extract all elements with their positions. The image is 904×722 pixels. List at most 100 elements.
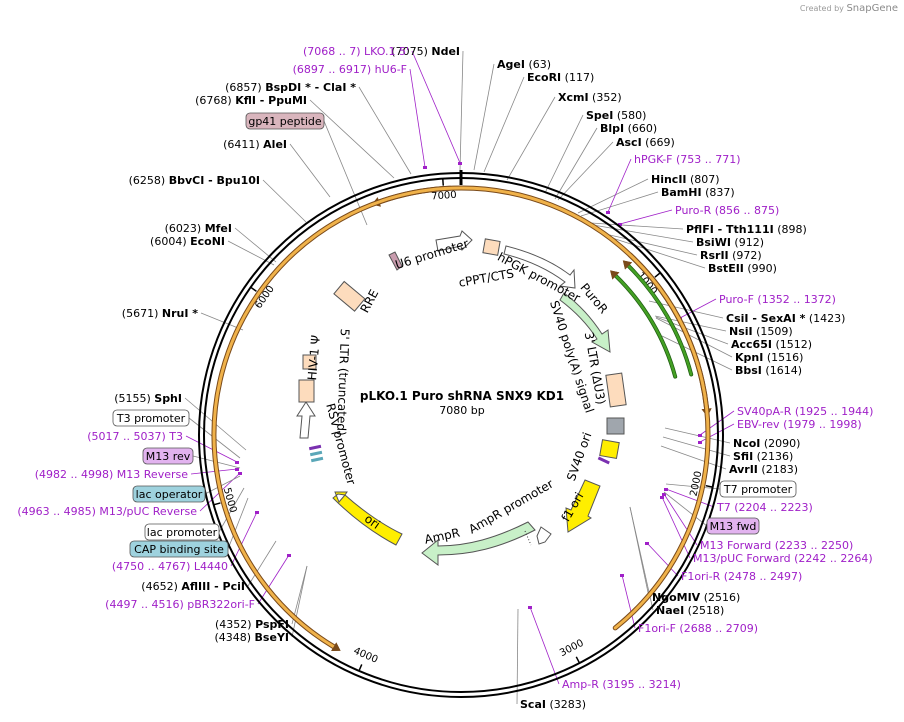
site-leader-2 [483,76,525,173]
primer-label-6: EBV-rev (1979 .. 1998) [737,418,862,431]
primer-label-10: F1ori-R (2478 .. 2497) [681,570,802,583]
outer-feature-arc-2-head [331,642,341,651]
tick-label-7000: 7000 [431,190,457,203]
feature-box-label-6: T7 promoter [723,483,793,496]
green-feature-arc-0 [627,264,693,376]
primer-label-4: Puro-F (1352 .. 1372) [719,293,836,306]
primer-label-3: Puro-R (856 .. 875) [675,204,779,217]
primer-leader-3 [619,209,673,225]
ori-arrow [332,491,403,546]
ampr-dotted [524,530,532,546]
u6-promoter-arrow [435,230,473,252]
primer-leader-11 [621,574,636,629]
site-label-15: Acc65I (1512) [731,338,812,351]
primer-leader-17 [185,435,238,463]
inner-label-1: cPPT/CTS [458,266,515,289]
feature-box-2 [142,447,194,465]
site-label-16: KpnI (1516) [735,351,803,364]
primer-label-15: (4963 .. 4985) M13/pUC Reverse [17,505,197,518]
feature-box-6 [719,480,797,498]
plasmid-size: 7080 bp [439,404,484,417]
lac-mark-3 [310,456,324,463]
snapgene-credit: Created by SnapGene [800,3,898,14]
site-label-26: (4652) AflIII - PciI [141,580,245,593]
site-leader-32 [289,143,331,198]
inner-label-12: 5' LTR (truncated) [334,328,352,436]
snapgene-logo: SnapGene [846,3,898,14]
feature-box-7 [706,517,760,535]
site-leader-1 [473,63,495,171]
hiv-psi-box [302,354,317,370]
primer-site-5 [698,434,702,437]
site-label-3: XcmI (352) [558,91,622,104]
green-feature-arc-0-head [622,260,633,270]
lac-mark-1 [308,444,322,451]
feature-box-5 [129,540,229,558]
site-leader-19 [662,436,731,457]
site-label-32: (6411) AleI [223,138,287,151]
site-leader-8 [580,191,659,217]
site-label-24: (4352) PspFI [215,618,289,631]
site-label-5: BlpI (660) [600,122,657,135]
primer-label-9: M13/pUC Forward (2242 .. 2264) [693,552,873,565]
site-label-0: (7075) NdeI [391,45,460,58]
feature-box-label-4: lac promoter [147,526,218,539]
site-label-19: SfiI (2136) [733,450,793,463]
primer-site-3 [618,223,622,226]
ampr-arrow [421,521,536,566]
green-feature-outline-1 [613,273,678,379]
site-label-9: PflFI - Tth111I (898) [686,223,807,236]
site-leader-17 [661,335,733,371]
primer-leader-10 [646,542,679,577]
primer-site-14 [255,511,259,514]
puror-arrow [559,292,611,353]
plasmid-name: pLKO.1 Puro shRNA SNX9 KD1 [360,389,564,403]
site-leader-34 [358,86,412,175]
primer-label-12: Amp-R (3195 .. 3214) [562,678,681,691]
site-leader-16 [655,317,733,358]
site-label-4: SpeI (580) [586,109,646,122]
primer-label-17: (5017 .. 5037) T3 [87,430,183,443]
rsv-promoter-arrow [296,401,316,439]
primer-leader-7 [665,488,715,508]
primer-site-16 [235,468,239,471]
site-label-12: BstEII (990) [708,262,777,275]
site-label-13: CsiI - SexAI * (1423) [726,312,845,325]
site-label-10: BsiWI (912) [696,236,764,249]
site-label-29: (6023) MfeI [165,222,232,235]
site-leader-20 [660,445,727,470]
primer-site-17 [235,461,239,464]
site-leader-30 [227,240,275,266]
cppt-cts-box [482,238,501,256]
sv40-polya-box [605,372,627,408]
primer-site-6 [698,441,702,444]
primer-label-13: (4497 .. 4516) pBR322ori-F [105,598,255,611]
site-leader-5 [554,127,598,200]
primer-label-14: (4750 .. 4767) L4440 [112,560,228,573]
primer-label-1: (6897 .. 6917) hU6-F [293,63,407,76]
site-leader-15 [655,316,729,345]
primer-leader-2 [607,158,632,213]
site-label-21: NgoMIV (2516) [652,591,740,604]
primer-site-13 [287,554,291,557]
inner-features [296,230,627,566]
hpgk-promoter-arrow [503,245,576,289]
backbone-inner [203,177,719,693]
rre-box [333,280,366,312]
primer-mark [597,456,610,465]
site-leader-0 [459,50,464,171]
sv40-ori-box [599,439,620,460]
box-leader-5 [227,497,249,550]
site-leader-12 [602,234,706,269]
site-label-30: (6004) EcoNI [150,235,225,248]
feature-box-3 [132,485,206,503]
tick-mark-5000 [213,502,221,506]
site-label-28: (5671) NruI * [122,307,198,320]
primer-leader-16 [190,468,238,475]
primer-label-16: (4982 .. 4998) M13 Reverse [35,468,188,481]
primer-site-8 [662,493,666,496]
primer-labels: (7068 .. 7) LKO.1 5'(6897 .. 6917) hU6-F… [17,45,873,691]
inner-label-6: SV40 ori [564,430,594,482]
